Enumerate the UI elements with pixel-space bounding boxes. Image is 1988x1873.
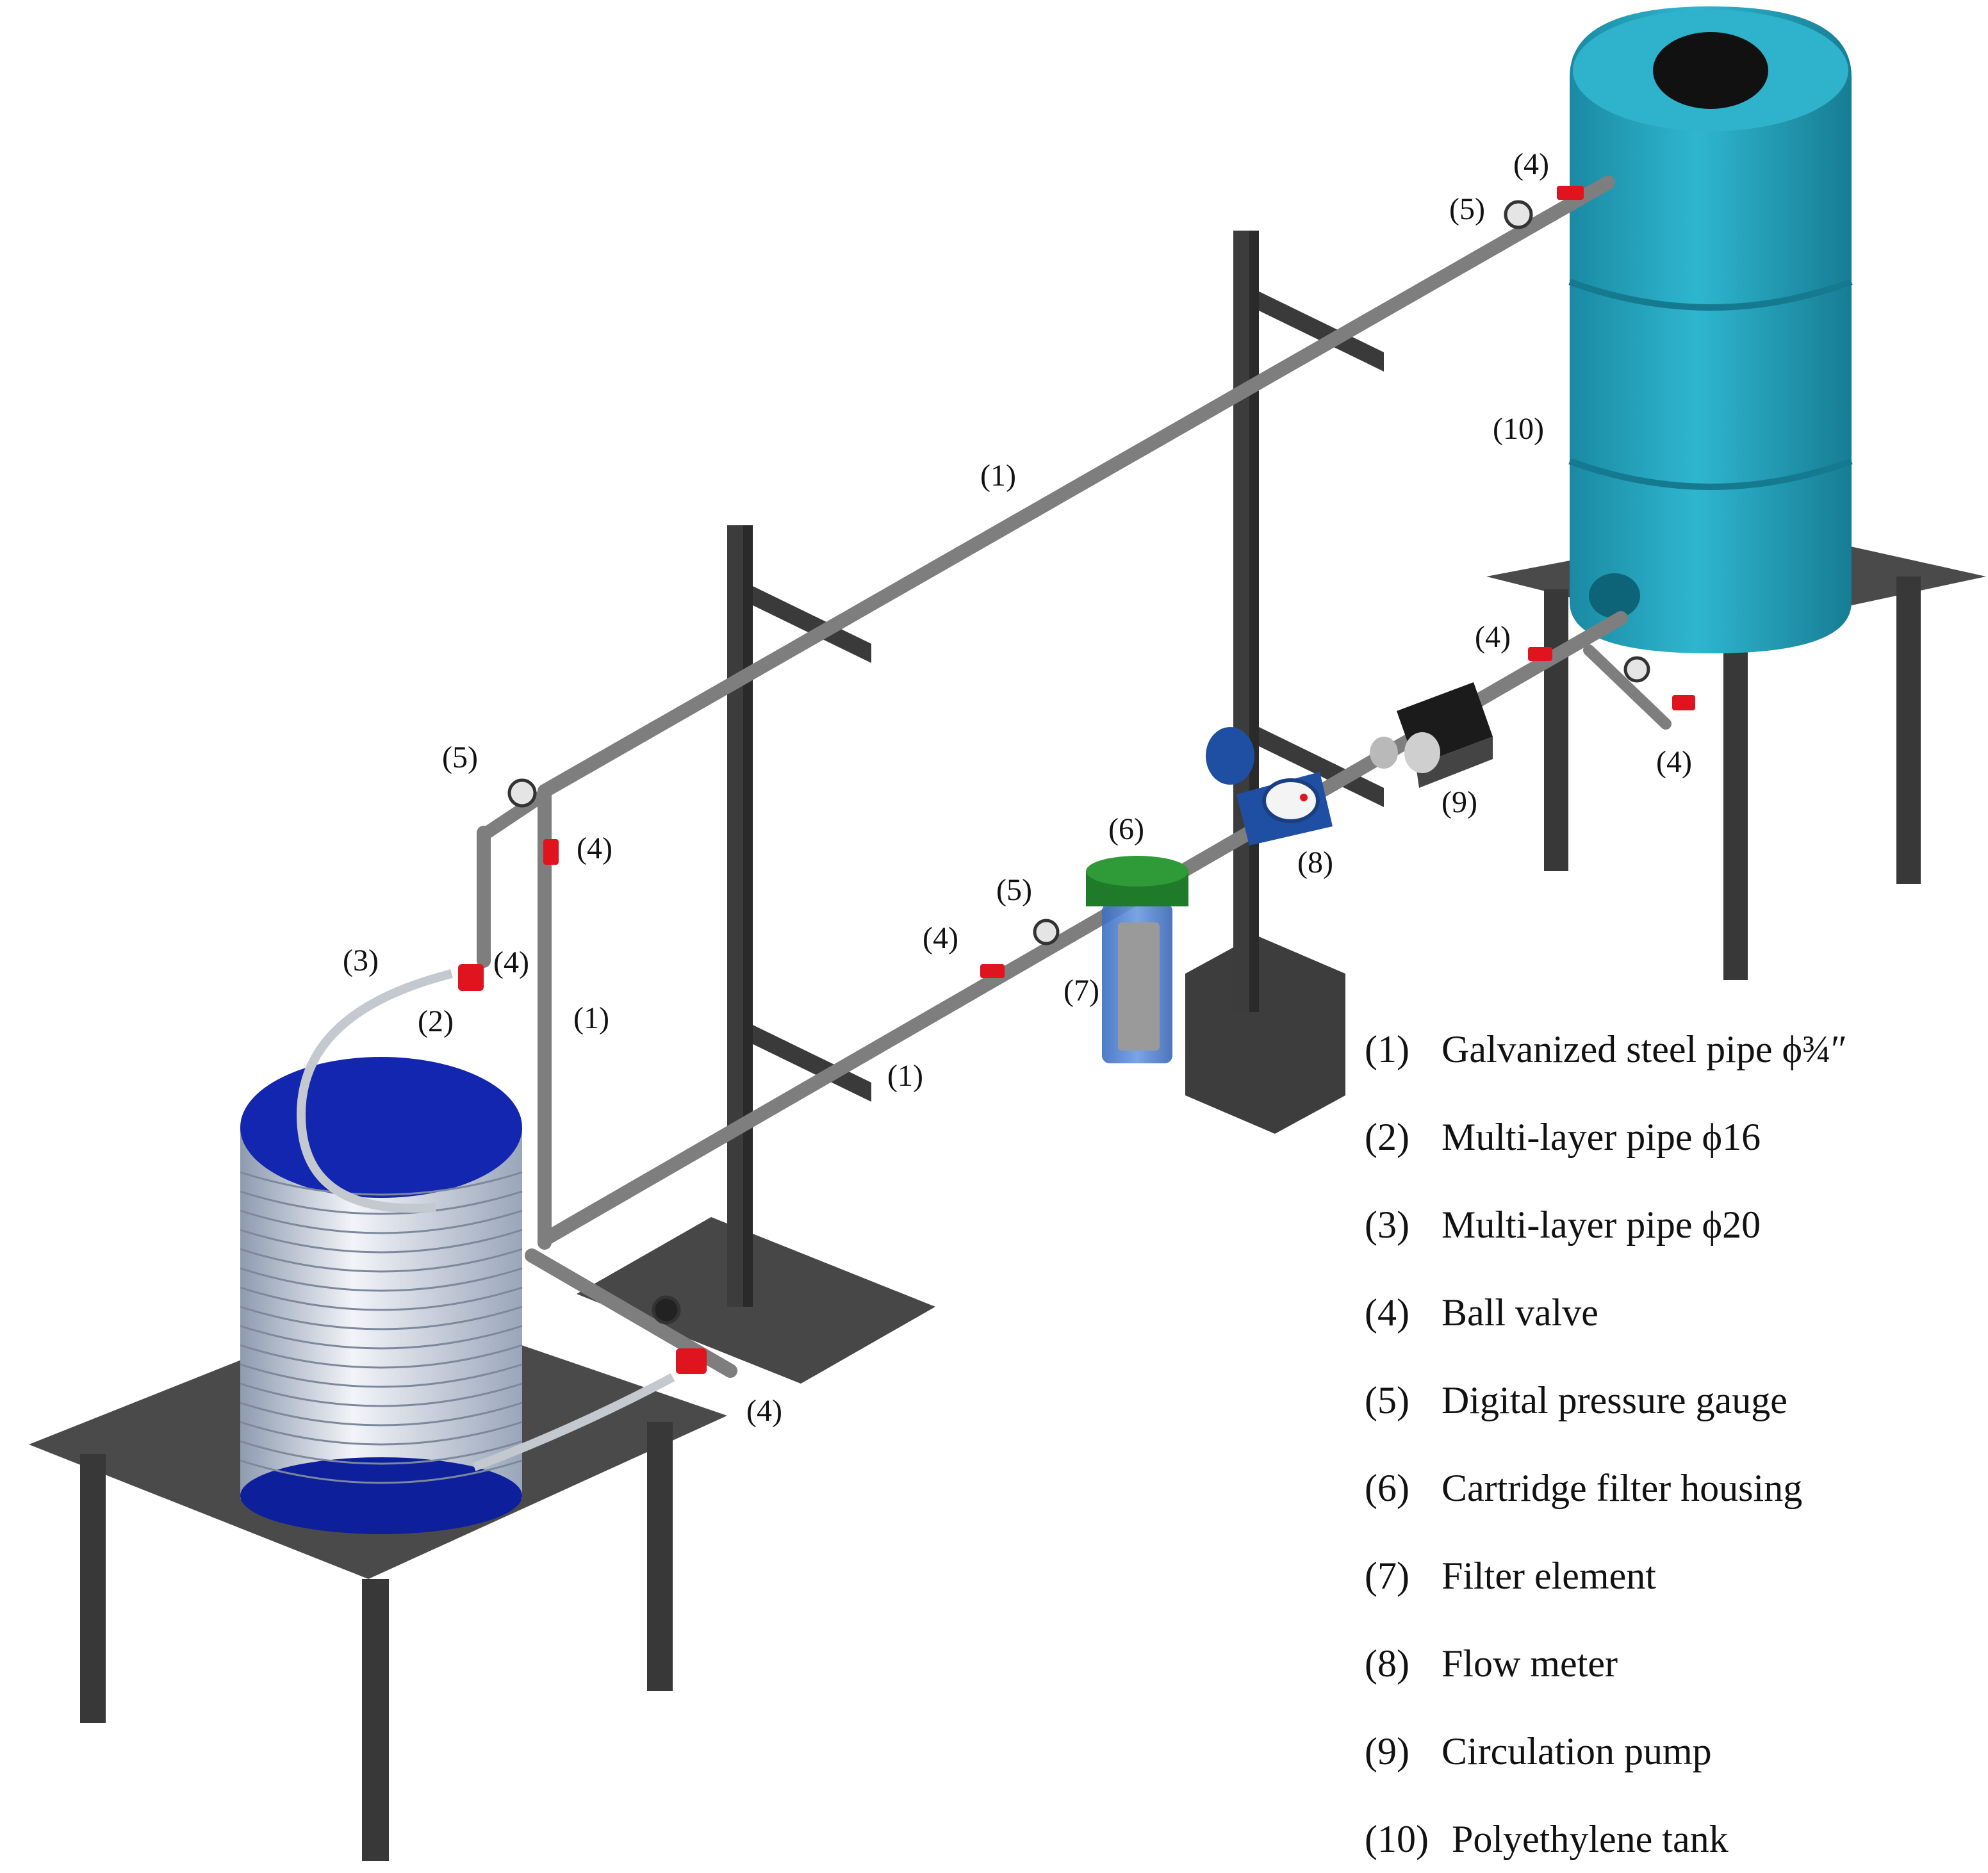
callout-1-top: (1) (980, 459, 1016, 493)
callout-4-lower-line: (4) (923, 921, 958, 955)
callout-4-tank-outlet: (4) (1475, 620, 1511, 654)
cartridge-filter (1086, 856, 1188, 1063)
flow-meter (1206, 727, 1333, 846)
callout-1-vertical: (1) (573, 1001, 609, 1035)
legend-text: Circulation pump (1442, 1730, 1712, 1772)
legend-number: (7) (1365, 1555, 1409, 1597)
rear-support-frame (1185, 231, 1384, 1134)
legend-item: (2) Multi-layer pipe ϕ16 (1365, 1093, 1980, 1181)
callout-5-lower: (5) (996, 873, 1032, 907)
legend-number: (3) (1365, 1204, 1409, 1246)
callout-10: (10) (1493, 412, 1544, 446)
callout-3: (3) (343, 944, 379, 977)
legend-text: Galvanized steel pipe ϕ¾″ (1442, 1028, 1848, 1070)
legend-number: (5) (1365, 1379, 1409, 1421)
legend-text: Multi-layer pipe ϕ16 (1442, 1116, 1761, 1158)
legend-number: (8) (1365, 1642, 1409, 1685)
legend-item: (5) Digital pressure gauge (1365, 1357, 1980, 1444)
front-support-frame (577, 525, 935, 1384)
legend-item: (6) Cartridge filter housing (1365, 1444, 1980, 1532)
coil-tank (240, 969, 675, 1534)
callout-4-coil-bottom: (4) (746, 1394, 782, 1428)
coil-windings (240, 1171, 523, 1484)
ball-valves (458, 186, 1695, 1374)
callout-2: (2) (418, 1004, 454, 1038)
legend-number: (6) (1365, 1467, 1409, 1509)
callout-5-tank: (5) (1449, 192, 1485, 226)
pressure-gauges (507, 200, 1650, 1325)
callout-4-left-manifold: (4) (493, 945, 529, 979)
callout-4-left-vertical: (4) (577, 831, 612, 865)
callout-1-lower: (1) (887, 1059, 923, 1093)
legend-item: (1) Galvanized steel pipe ϕ¾″ (1365, 1006, 1980, 1093)
legend-item: (7) Filter element (1365, 1532, 1980, 1620)
legend-item: (9) Circulation pump (1365, 1708, 1980, 1795)
callout-4-tank-drain: (4) (1656, 745, 1692, 779)
callout-4-tank-top: (4) (1513, 147, 1549, 181)
legend-text: Flow meter (1442, 1642, 1618, 1685)
callout-8: (8) (1297, 846, 1333, 879)
legend-number: (10) (1365, 1818, 1429, 1860)
legend-text: Ball valve (1442, 1291, 1598, 1334)
legend-text: Filter element (1442, 1555, 1656, 1597)
circulation-pump (1370, 682, 1493, 788)
polyethylene-tank (1568, 6, 1853, 653)
legend-number: (2) (1365, 1116, 1409, 1158)
legend-item: (8) Flow meter (1365, 1620, 1980, 1708)
legend-text: Polyethylene tank (1452, 1818, 1729, 1860)
legend-number: (9) (1365, 1730, 1409, 1772)
component-legend: (1) Galvanized steel pipe ϕ¾″ (2) Multi-la… (1365, 1006, 1980, 1873)
legend-number: (4) (1365, 1291, 1409, 1334)
callout-6: (6) (1108, 812, 1144, 846)
callout-9: (9) (1442, 785, 1477, 819)
legend-number: (1) (1365, 1028, 1409, 1070)
callout-labels: (4) (5) (10) (1) (4) (4) (9) (5) (4) (6)… (343, 147, 1692, 1428)
legend-text: Digital pressure gauge (1442, 1379, 1787, 1421)
callout-5-left: (5) (442, 740, 478, 774)
legend-text: Cartridge filter housing (1442, 1467, 1803, 1509)
legend-text: Multi-layer pipe ϕ20 (1442, 1204, 1761, 1246)
callout-7: (7) (1064, 974, 1099, 1008)
legend-item: (3) Multi-layer pipe ϕ20 (1365, 1181, 1980, 1269)
legend-item: (10) Polyethylene tank (1365, 1795, 1980, 1873)
legend-item: (4) Ball valve (1365, 1269, 1980, 1357)
